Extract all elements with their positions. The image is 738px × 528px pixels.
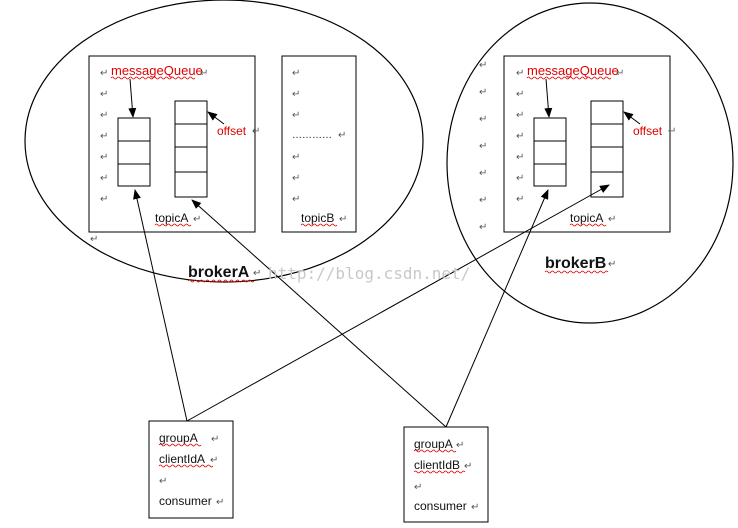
paragraph-marks: ↵ ↵ ↵ ↵ ↵ ↵ ↵ ↵ ↵ ↵ ↵ ↵ ↵ ↵ ↵ ↵ ↵ ↵ ↵ ↵ … — [90, 60, 676, 513]
para-mark: ↵ — [210, 455, 218, 466]
para-mark: ↵ — [516, 89, 524, 100]
broker-b-offset-queue — [590, 100, 624, 198]
para-mark: ↵ — [90, 234, 98, 245]
consumer-b-to-broker-b-line — [445, 189, 549, 428]
consumer-b-line-group: groupA — [414, 437, 453, 451]
broker-b-offset-arrow — [623, 111, 641, 125]
para-mark: ↵ — [516, 110, 524, 121]
para-mark: ↵ — [608, 259, 616, 270]
para-mark: ↵ — [479, 222, 487, 233]
broker-a-label: brokerA — [188, 264, 250, 281]
para-mark: ↵ — [200, 68, 208, 79]
para-mark: ↵ — [479, 195, 487, 206]
para-mark: ↵ — [211, 434, 219, 445]
para-mark: ↵ — [516, 152, 524, 163]
broker-b-label: brokerB — [545, 255, 606, 272]
para-mark: ↵ — [471, 502, 479, 513]
spellcheck-squiggles — [110, 76, 612, 474]
para-mark: ↵ — [100, 110, 108, 121]
para-mark: ↵ — [339, 214, 347, 225]
broker-a-offset-queue — [174, 100, 208, 198]
para-mark: ↵ — [516, 68, 524, 79]
para-mark: ↵ — [479, 141, 487, 152]
para-mark: ↵ — [159, 476, 167, 487]
para-mark: ↵ — [252, 126, 260, 137]
para-mark: ↵ — [668, 126, 676, 137]
para-mark: ↵ — [516, 173, 524, 184]
watermark: http://blog.csdn.net/ — [268, 264, 470, 283]
broker-a-topic-b-box — [281, 55, 357, 233]
para-mark: ↵ — [516, 194, 524, 205]
consumer-b-line-client: clientIdB — [414, 458, 460, 472]
para-mark: ↵ — [100, 194, 108, 205]
consumer-a-box — [148, 420, 234, 519]
consumer-a-line-client: clientIdA — [159, 452, 205, 466]
consumer-b-line-consumer: consumer — [414, 499, 467, 513]
para-mark: ↵ — [338, 130, 346, 141]
broker-b-offset-label: offset — [633, 124, 663, 138]
broker-a-ellipse — [24, 0, 424, 283]
para-mark: ↵ — [456, 440, 464, 451]
consumer-b-box — [403, 426, 489, 523]
broker-a-offset-arrow — [207, 111, 225, 125]
para-mark: ↵ — [616, 68, 624, 79]
para-mark: ↵ — [292, 194, 300, 205]
para-mark: ↵ — [216, 497, 224, 508]
broker-b-queue-arrow — [544, 78, 553, 118]
broker-a-queue-label: messageQueue — [111, 63, 203, 78]
para-mark: ↵ — [292, 152, 300, 163]
broker-b-ellipse — [446, 2, 734, 324]
para-mark: ↵ — [100, 68, 108, 79]
broker-a-queue-arrow — [128, 78, 137, 118]
para-mark: ↵ — [193, 214, 201, 225]
para-mark: ↵ — [292, 173, 300, 184]
para-mark: ↵ — [253, 268, 261, 279]
para-mark: ↵ — [100, 89, 108, 100]
consumer-b-to-broker-a-line — [191, 199, 447, 428]
consumer-a-line-consumer: consumer — [159, 494, 212, 508]
para-mark: ↵ — [479, 60, 487, 71]
broker-a-topic-a-box — [88, 55, 256, 233]
para-mark: ↵ — [100, 131, 108, 142]
para-mark: ↵ — [479, 87, 487, 98]
broker-a-topic-b-ellipsis: ………… — [292, 130, 332, 141]
para-mark: ↵ — [292, 89, 300, 100]
broker-b-queue-label: messageQueue — [527, 63, 619, 78]
broker-a-topic-b-label: topicB — [301, 211, 334, 225]
para-mark: ↵ — [479, 114, 487, 125]
consumer-a-to-broker-b-line — [186, 184, 610, 422]
para-mark: ↵ — [100, 152, 108, 163]
broker-b-topic-a-label: topicA — [570, 211, 603, 225]
para-mark: ↵ — [414, 482, 422, 493]
broker-b-topic-a-box — [503, 55, 671, 233]
broker-a-message-queue — [117, 117, 151, 187]
consumer-a-to-broker-a-line — [133, 189, 188, 422]
para-mark: ↵ — [479, 168, 487, 179]
para-mark: ↵ — [292, 110, 300, 121]
consumer-a-line-group: groupA — [159, 431, 198, 445]
para-mark: ↵ — [516, 131, 524, 142]
para-mark: ↵ — [608, 214, 616, 225]
para-mark: ↵ — [100, 173, 108, 184]
broker-a-topic-a-label: topicA — [155, 211, 188, 225]
broker-a-offset-label: offset — [217, 124, 247, 138]
broker-b-message-queue — [533, 117, 567, 187]
para-mark: ↵ — [464, 461, 472, 472]
para-mark: ↵ — [292, 68, 300, 79]
